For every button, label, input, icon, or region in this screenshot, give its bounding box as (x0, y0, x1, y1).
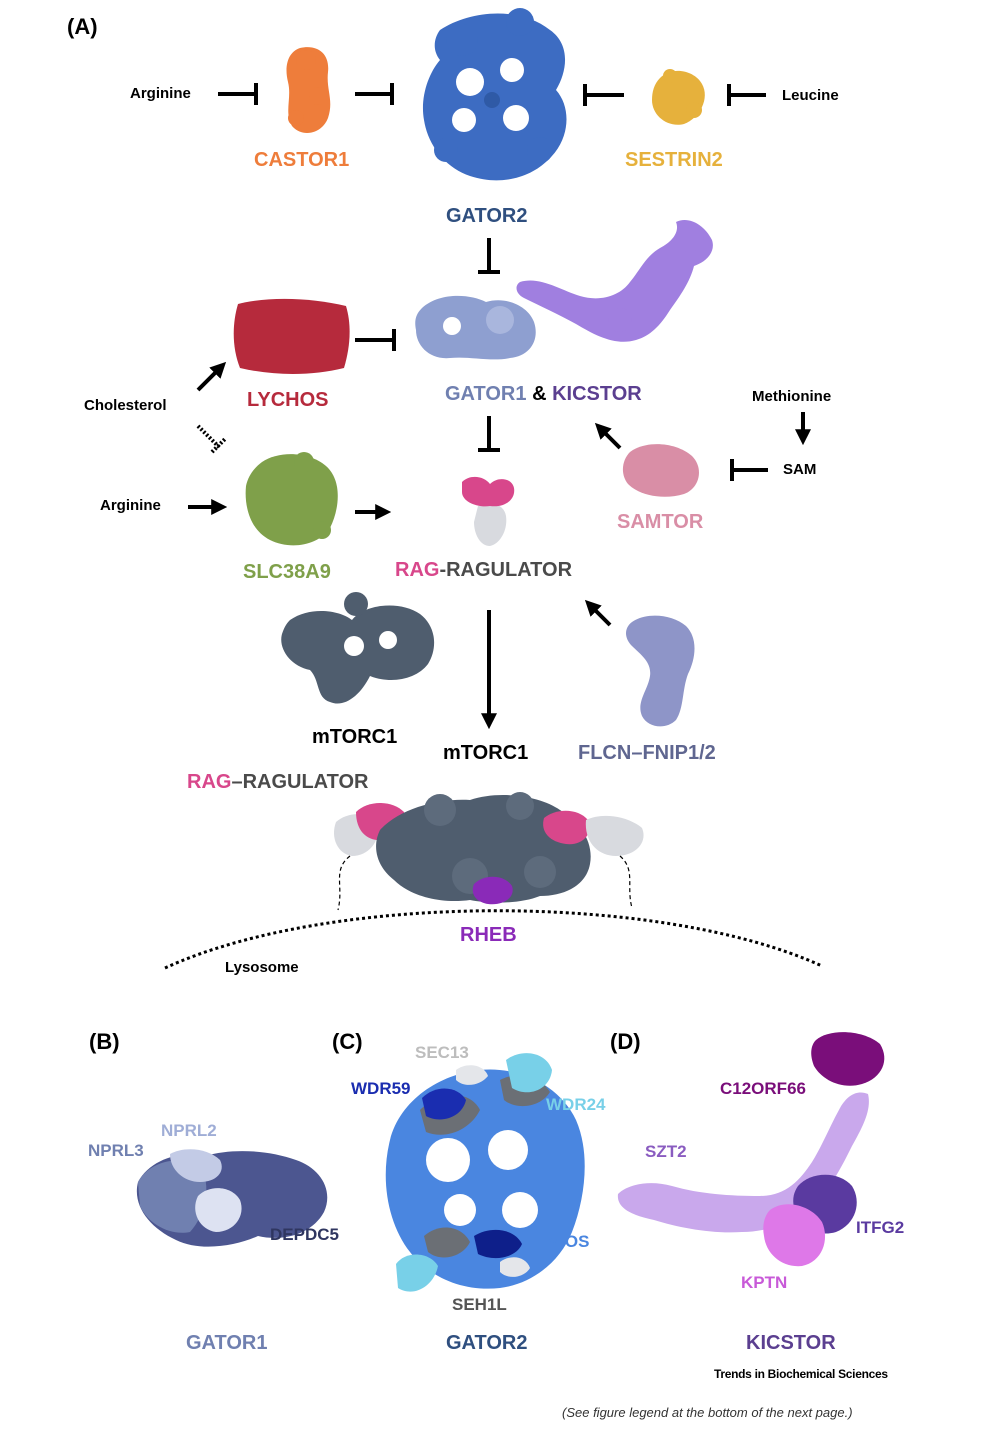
rag-ragulator-label: RAG-RAGULATOR (395, 560, 572, 580)
tether-left (337, 855, 351, 911)
leucine-label: Leucine (782, 87, 839, 104)
gator1-title: GATOR1 (186, 1332, 268, 1354)
arrow-sam-samtor (730, 459, 768, 481)
arrow-cholesterol-slc38a9-dashed (196, 424, 228, 454)
tether-right (619, 855, 633, 909)
samtor-label: SAMTOR (617, 511, 704, 533)
gator2-title: GATOR2 (446, 1332, 528, 1354)
lysosomal-complex-structure (333, 792, 644, 905)
arrow-cholesterol-lychos (196, 361, 227, 392)
arrow-sestrin2-gator2 (583, 84, 624, 106)
slc38a9-label: SLC38A9 (243, 561, 331, 583)
arrow-arginine-castor1 (218, 83, 258, 105)
kicstor-title: KICSTOR (746, 1332, 836, 1354)
ragulator-text: -RAGULATOR (439, 559, 573, 581)
sec13-label: SEC13 (415, 1043, 469, 1062)
lychos-label: LYCHOS (247, 389, 329, 411)
ampersand-text: & (532, 383, 547, 405)
wdr59-label: WDR59 (351, 1079, 411, 1098)
samtor-structure (622, 444, 699, 497)
sestrin2-structure (652, 69, 705, 125)
gator2-structure (422, 8, 567, 181)
arginine-top-label: Arginine (130, 85, 191, 102)
arrow-flcn-rag (584, 599, 612, 627)
flcn-fnip-structure (626, 615, 695, 727)
panel-a-label: (A) (67, 14, 98, 39)
sam-label: SAM (783, 461, 817, 478)
rag2-text: RAG (187, 771, 232, 793)
rheb-label: RHEB (460, 924, 517, 946)
arrow-leucine-sestrin2 (727, 84, 766, 106)
szt2-label: SZT2 (645, 1142, 687, 1161)
arrow-gator2-gator1 (478, 238, 500, 274)
wdr24-label: WDR24 (546, 1095, 606, 1114)
mios-label: MIOS (546, 1232, 590, 1251)
arrow-castor1-gator2 (355, 83, 394, 105)
nprl3-label: NPRL3 (88, 1141, 144, 1160)
rag-ragulator-structure (462, 476, 515, 546)
mtorc1-target-label: mTORC1 (443, 742, 529, 764)
arrow-lychos-gator1 (355, 329, 396, 351)
cholesterol-label: Cholesterol (84, 397, 167, 414)
rag-text: RAG (395, 559, 440, 581)
lysosome-membrane (164, 909, 823, 970)
rag-ragulator-bottom-label: RAG–RAGULATOR (187, 772, 369, 792)
gator2-detail-structure (385, 1053, 585, 1292)
lysosome-label: Lysosome (225, 959, 299, 976)
methionine-label: Methionine (752, 388, 832, 405)
journal-credit: Trends in Biochemical Sciences (714, 1367, 888, 1381)
castor1-structure (286, 47, 331, 133)
gator1-text: GATOR1 (445, 383, 527, 405)
itfg2-label: ITFG2 (856, 1218, 905, 1237)
kicstor-detail-structure (617, 1032, 885, 1267)
arrow-gator1-rag (478, 416, 500, 452)
nprl2-label: NPRL2 (161, 1121, 217, 1140)
sestrin2-label: SESTRIN2 (625, 149, 723, 171)
lychos-structure (233, 298, 350, 374)
depdc5-label: DEPDC5 (270, 1225, 339, 1244)
seh1l-label: SEH1L (452, 1295, 507, 1314)
kicstor-structure (516, 220, 713, 342)
mtorc1-structure-label: mTORC1 (312, 726, 398, 748)
ragulator2-text: –RAGULATOR (231, 771, 369, 793)
gator1-label: GATOR1 & KICSTOR (445, 384, 642, 404)
kptn-label: KPTN (741, 1273, 788, 1292)
slc38a9-structure (245, 452, 338, 546)
c12orf66-label: C12ORF66 (720, 1079, 806, 1098)
panel-d-label: (D) (610, 1029, 641, 1054)
mtorc1-structure (281, 592, 435, 704)
kicstor-text: KICSTOR (552, 383, 642, 405)
arrow-samtor-gator1 (594, 422, 622, 450)
arginine-mid-label: Arginine (100, 497, 161, 514)
gator1-structure (415, 295, 536, 360)
gator2-label: GATOR2 (446, 205, 528, 227)
castor1-label: CASTOR1 (254, 149, 350, 171)
gator1-detail-structure (136, 1149, 328, 1247)
panel-c-label: (C) (332, 1029, 363, 1054)
panel-b-label: (B) (89, 1029, 120, 1054)
figure-footnote: (See figure legend at the bottom of the … (562, 1405, 853, 1420)
flcn-fnip-label: FLCN–FNIP1/2 (578, 742, 716, 764)
